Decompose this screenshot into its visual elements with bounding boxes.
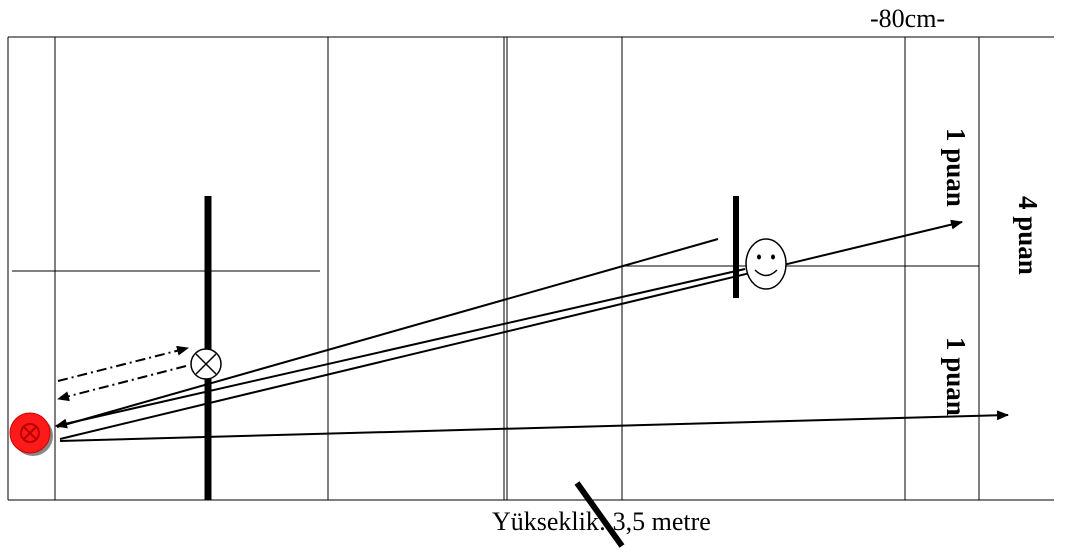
zone-far-points-label: 4 puan: [1013, 196, 1043, 275]
x-circle-icon: [190, 348, 222, 380]
arrow-back-to-start: [55, 268, 746, 429]
zone-upper-points-label: 1 puan: [941, 128, 971, 207]
red-x-circle-icon: [9, 412, 53, 456]
dashdot-arrow-back: [57, 365, 187, 402]
smiley-face-icon: [745, 238, 787, 290]
zone-lower-points-label: 1 puan: [941, 337, 971, 416]
return-line-upper: [56, 238, 719, 428]
court-divisions: [54, 37, 980, 500]
height-label: Yükseklik: 3,5 metre: [492, 507, 711, 536]
strike-mark: [574, 481, 625, 548]
dashdot-arrow-out: [57, 345, 189, 382]
court-frame: [7, 36, 1054, 501]
width-label: -80cm-: [870, 4, 946, 33]
arrow-to-lower-zone: [59, 410, 1009, 442]
arrow-to-upper-zone: [59, 219, 963, 440]
